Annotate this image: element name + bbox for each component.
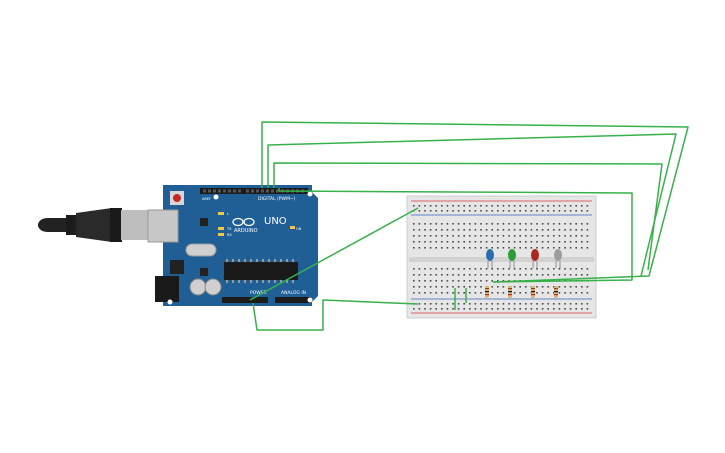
wire[interactable] [252, 299, 419, 331]
green-led[interactable] [508, 249, 516, 268]
breadboard[interactable] [406, 195, 597, 319]
resistor[interactable] [508, 286, 512, 298]
resistor[interactable] [531, 286, 535, 298]
arduino-board[interactable]: ARDUINO UNO DIGITAL (PWM~) POWER ANALOG … [147, 185, 318, 306]
digital-header[interactable] [200, 188, 308, 194]
wire[interactable] [261, 121, 689, 283]
on-label: ON [296, 227, 302, 231]
wire[interactable] [267, 133, 677, 277]
capacitor [204, 278, 222, 296]
regulator [170, 260, 184, 274]
red-led[interactable] [531, 249, 539, 268]
arduino-logo [232, 217, 255, 227]
digital-label: DIGITAL (PWM~) [258, 196, 296, 202]
tx-label: TX [226, 227, 232, 231]
resistor[interactable] [554, 286, 558, 298]
reset-button-icon[interactable] [170, 191, 184, 205]
capacitor [189, 278, 207, 296]
aref-label: AREF [202, 197, 211, 201]
rx-label: RX [227, 233, 232, 237]
resistor[interactable] [485, 286, 489, 298]
analog-label: ANALOG IN [281, 290, 306, 296]
board-brand: ARDUINO [234, 228, 258, 234]
wire[interactable] [273, 162, 663, 271]
white-led[interactable] [554, 249, 562, 268]
crystal [185, 243, 217, 257]
wire[interactable] [249, 207, 419, 301]
blue-led[interactable] [486, 249, 494, 268]
power-jack-icon [155, 276, 179, 302]
power-label: POWER [250, 290, 267, 296]
wire[interactable] [278, 188, 633, 283]
microcontroller-chip [224, 262, 298, 280]
board-model: UNO [264, 216, 287, 227]
l-label: L [227, 212, 229, 216]
power-analog-header[interactable] [222, 297, 311, 303]
